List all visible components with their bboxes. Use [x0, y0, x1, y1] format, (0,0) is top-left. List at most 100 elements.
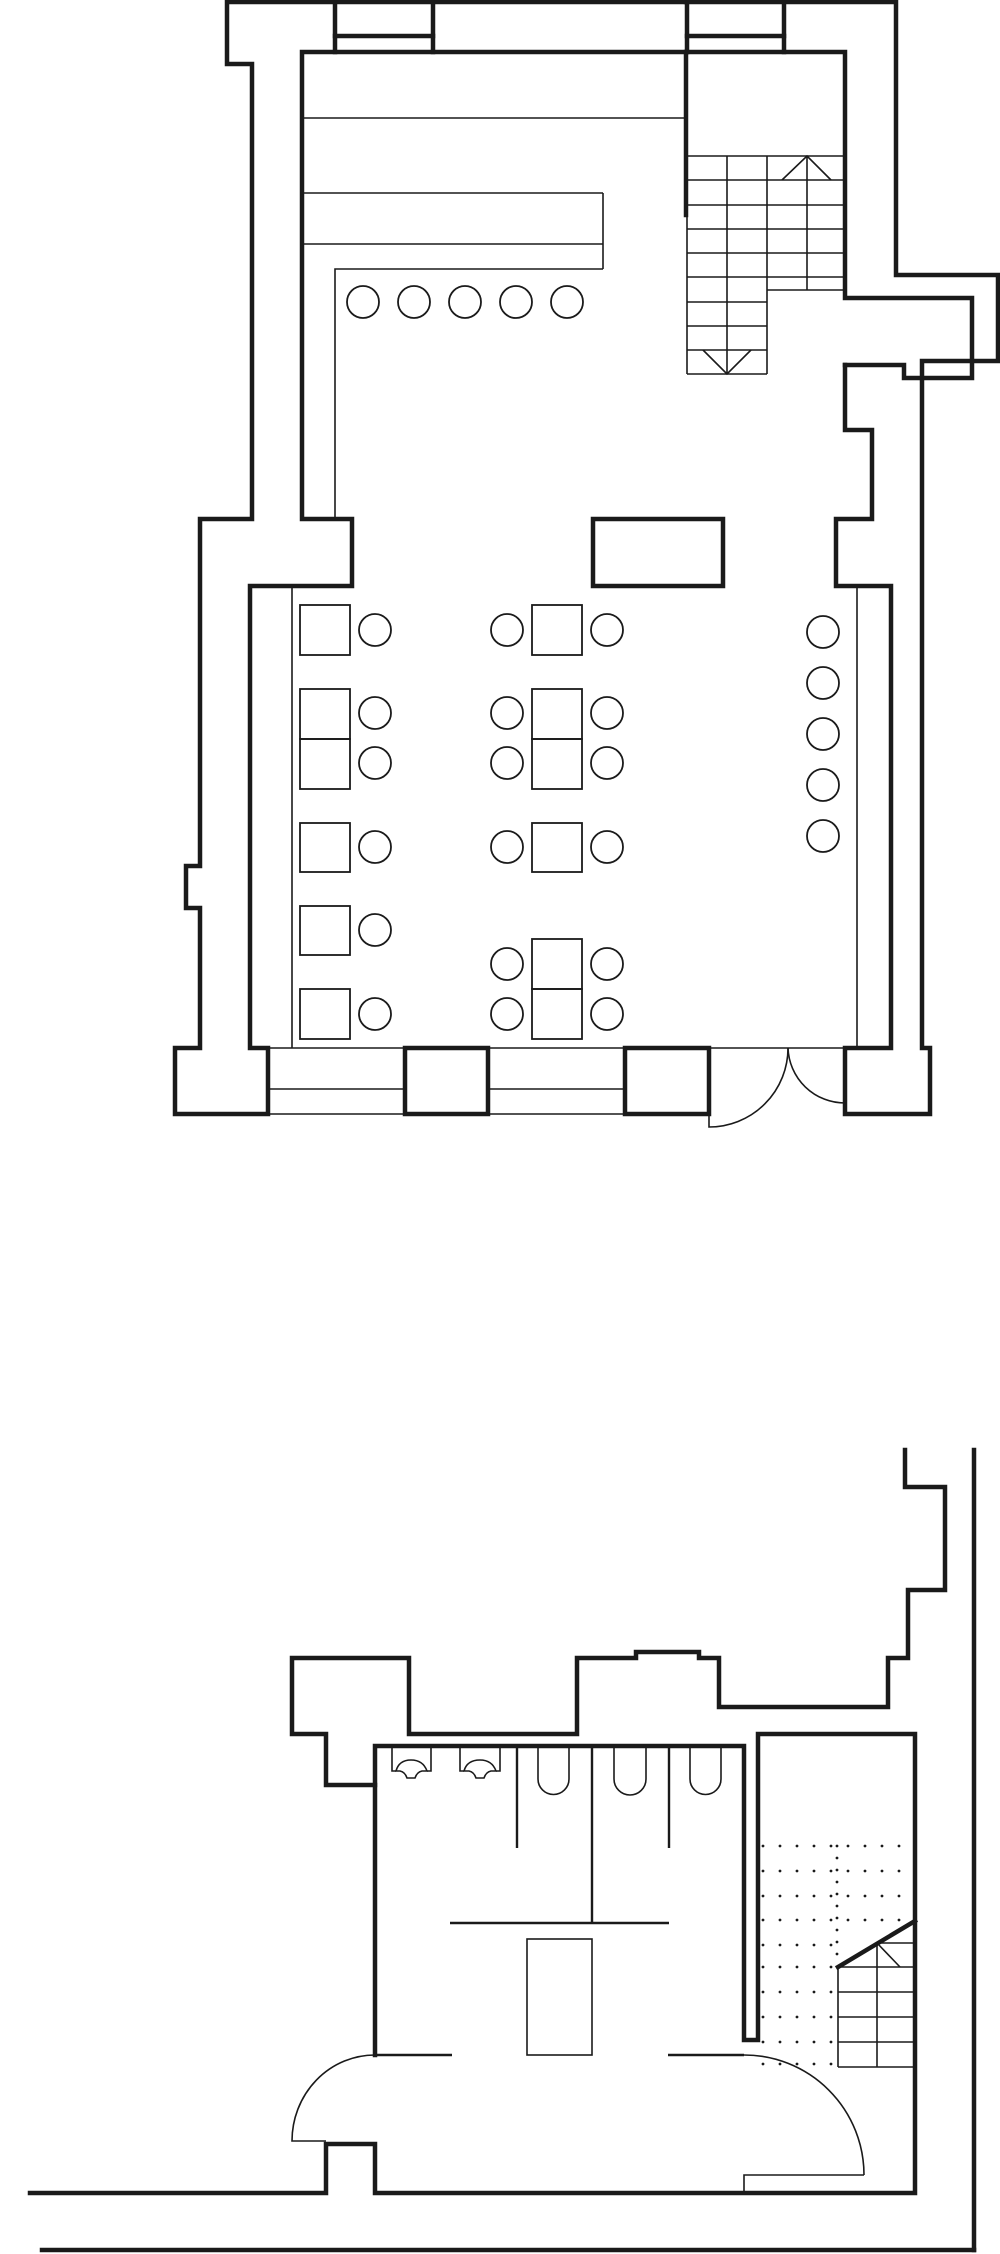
dot: [835, 1916, 839, 1920]
dot: [835, 1952, 839, 1956]
chair: [490, 947, 524, 981]
table: [299, 822, 351, 873]
dot: [829, 1894, 833, 1898]
window-right: [684, 0, 787, 55]
dot: [778, 1844, 782, 1848]
dot: [846, 1894, 850, 1898]
dot: [863, 1894, 867, 1898]
basement-door-left[interactable]: [291, 2054, 376, 2142]
step: [743, 2174, 864, 2193]
dot: [829, 1990, 833, 1994]
restroom-walls: [27, 1731, 918, 2196]
dot: [835, 1904, 839, 1908]
entrance-door[interactable]: [708, 1047, 846, 1128]
dot: [835, 1880, 839, 1884]
dot: [829, 2062, 833, 2066]
urinal: [391, 1746, 432, 1779]
dot: [812, 2040, 816, 2044]
dot: [880, 1918, 884, 1922]
dot: [897, 1918, 901, 1922]
dot: [795, 1990, 799, 1994]
table: [531, 688, 583, 740]
chair: [358, 830, 392, 864]
dot: [761, 2015, 765, 2019]
outer-wall-right: [683, 0, 1000, 1117]
dot: [880, 1894, 884, 1898]
dot: [778, 1943, 782, 1947]
chair: [490, 830, 524, 864]
inner-wall-stair: [683, 49, 975, 381]
dot: [897, 1869, 901, 1873]
dot: [812, 2062, 816, 2066]
chair: [490, 746, 524, 780]
dot: [829, 1943, 833, 1947]
dot: [835, 1868, 839, 1872]
dot: [835, 1844, 839, 1848]
dot: [761, 1943, 765, 1947]
outer-wall-left: [172, 0, 689, 1117]
table: [531, 604, 583, 656]
dot: [778, 1869, 782, 1873]
arrow-down-icon: [702, 349, 752, 376]
chair: [590, 830, 624, 864]
basement-outer-wall: [289, 1447, 948, 1788]
dot: [863, 1869, 867, 1873]
chairs: [358, 613, 840, 1031]
dotted-area: [761, 1844, 901, 2066]
dot: [835, 1856, 839, 1860]
bar-stools: [346, 285, 584, 319]
basement-door-right[interactable]: [743, 2054, 865, 2176]
dot: [795, 2015, 799, 2019]
dot: [795, 1965, 799, 1969]
dot: [863, 1844, 867, 1848]
chair: [490, 997, 524, 1031]
table: [299, 988, 351, 1040]
chair: [490, 696, 524, 730]
dot: [761, 2040, 765, 2044]
dot: [795, 1918, 799, 1922]
chair: [358, 913, 392, 947]
dot: [835, 1892, 839, 1896]
chair: [806, 615, 840, 649]
chair: [358, 613, 392, 647]
chair: [358, 746, 392, 780]
table: [531, 988, 583, 1040]
dot: [778, 1965, 782, 1969]
pillar: [622, 1045, 712, 1117]
dot: [761, 1965, 765, 1969]
toilet: [613, 1746, 647, 1796]
dot: [812, 1918, 816, 1922]
dot: [812, 1894, 816, 1898]
dot: [829, 1844, 833, 1848]
dot: [829, 1869, 833, 1873]
dot: [812, 1844, 816, 1848]
dot: [835, 1928, 839, 1932]
dot: [761, 1844, 765, 1848]
table: [299, 905, 351, 956]
table: [531, 738, 583, 790]
dot: [778, 2015, 782, 2019]
dot: [761, 1869, 765, 1873]
chair: [590, 613, 624, 647]
dot: [829, 1918, 833, 1922]
toilet: [537, 1746, 570, 1796]
chair: [806, 666, 840, 700]
dot: [812, 1869, 816, 1873]
dot: [795, 1869, 799, 1873]
chair: [806, 768, 840, 802]
staircase-basement: [834, 1917, 919, 2068]
dot: [795, 2040, 799, 2044]
dot: [795, 1943, 799, 1947]
tables: [299, 604, 583, 1040]
dot: [829, 2015, 833, 2019]
dot: [778, 2040, 782, 2044]
chair: [590, 696, 624, 730]
chair: [590, 997, 624, 1031]
dot: [846, 1918, 850, 1922]
dot: [880, 1844, 884, 1848]
table: [531, 938, 583, 990]
table: [299, 604, 351, 656]
arrow-up-icon: [781, 154, 832, 181]
table: [299, 738, 351, 790]
